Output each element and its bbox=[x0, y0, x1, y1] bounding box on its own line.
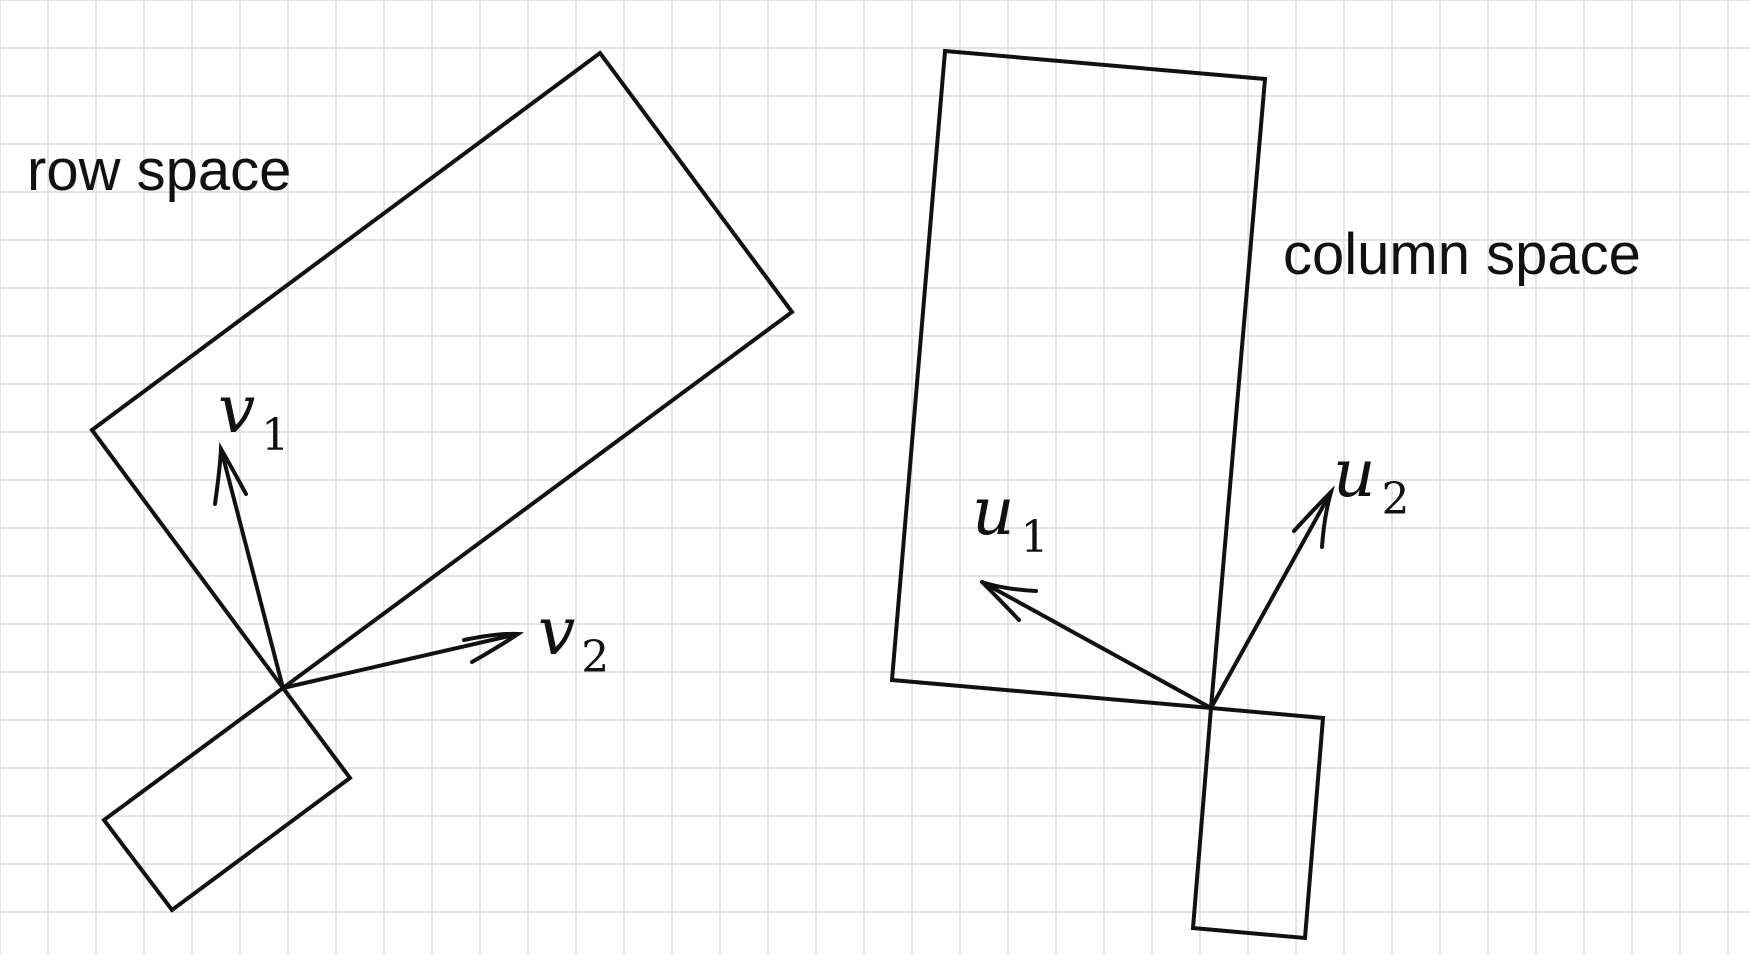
u2-symbol: u bbox=[1333, 435, 1376, 512]
u1-arrowhead bbox=[980, 580, 1038, 622]
column-space-title: column space bbox=[1283, 222, 1641, 287]
u2-arrowhead bbox=[1292, 485, 1335, 549]
v1-symbol: v bbox=[218, 371, 255, 448]
v2-subscript: 2 bbox=[581, 632, 609, 683]
u2-subscript: 2 bbox=[1382, 474, 1410, 525]
v2-symbol: v bbox=[538, 593, 575, 670]
row-space-small-rectangle bbox=[101, 685, 353, 913]
v2-vector-shaft bbox=[281, 632, 520, 690]
v2-arrowhead bbox=[462, 631, 525, 664]
u1-subscript: 1 bbox=[1021, 512, 1049, 563]
row-space-title: row space bbox=[27, 138, 291, 203]
v1-vector-shaft bbox=[219, 447, 285, 690]
v1-arrowhead bbox=[213, 442, 248, 506]
u2-vector-shaft bbox=[1209, 490, 1333, 710]
u1-vector-shaft bbox=[980, 580, 1213, 710]
u1-symbol: u bbox=[972, 473, 1015, 550]
column-space-small-rectangle bbox=[1190, 705, 1326, 941]
column-space-large-rectangle bbox=[889, 48, 1268, 711]
v1-subscript: 1 bbox=[261, 410, 289, 461]
row-space-large-rectangle bbox=[89, 50, 795, 691]
